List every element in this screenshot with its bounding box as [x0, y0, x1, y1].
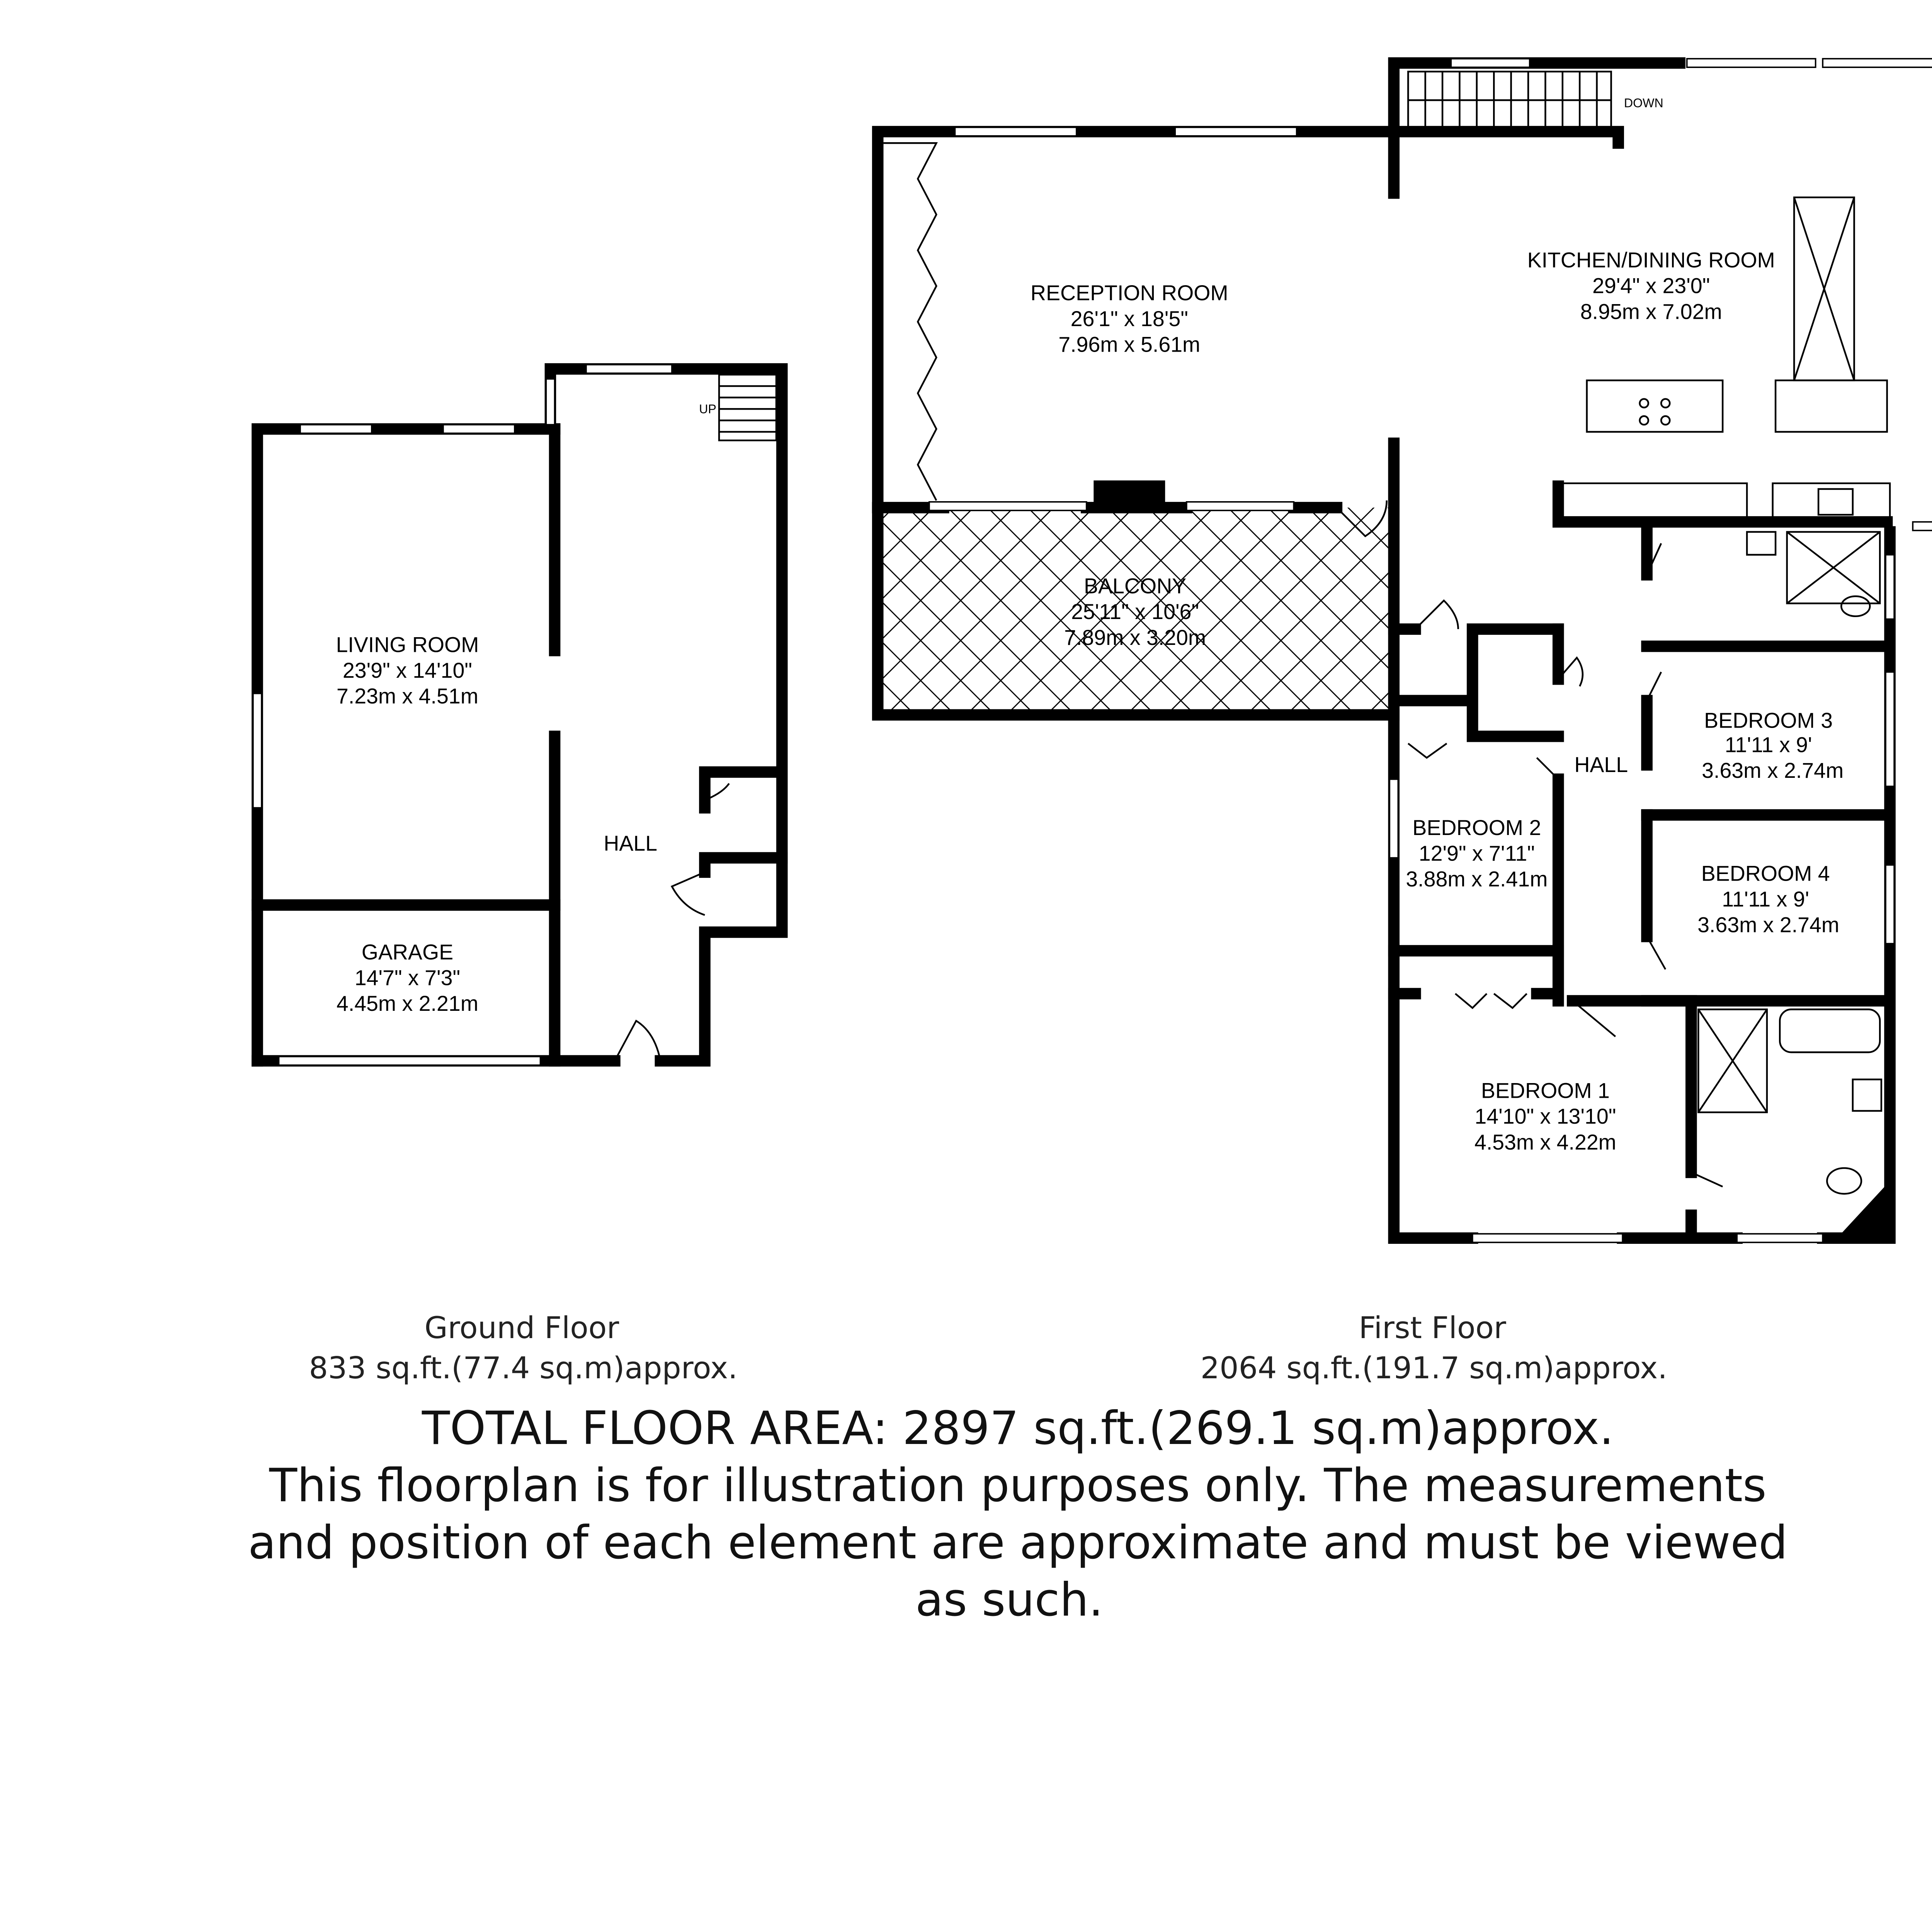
floorplan: UP LIVING ROOM 23'9" x 14'10" 7.23m x 4.… [248, 57, 1932, 1626]
svg-text:26'1" x 18'5": 26'1" x 18'5" [1071, 307, 1188, 331]
total-floor-area: TOTAL FLOOR AREA: 2897 sq.ft.(269.1 sq.m… [422, 1401, 1614, 1455]
svg-text:4.45m x 2.21m: 4.45m x 2.21m [337, 992, 478, 1015]
ground-floor-stairs: UP [699, 374, 777, 441]
svg-text:11'11 x 9': 11'11 x 9' [1722, 887, 1809, 911]
stairs-up-label: UP [699, 402, 716, 416]
floor-summaries: Ground Floor 833 sq.ft.(77.4 sq.m)approx… [309, 1311, 1667, 1386]
svg-text:14'10" x 13'10": 14'10" x 13'10" [1475, 1104, 1616, 1128]
disclaimer-line: This floorplan is for illustration purpo… [269, 1459, 1767, 1512]
disclaimer-line: and position of each element are approxi… [248, 1516, 1787, 1569]
kitchen-units [1557, 196, 1891, 523]
svg-text:8.95m x 7.02m: 8.95m x 7.02m [1580, 299, 1722, 323]
room-label-bedroom-2: BEDROOM 2 12'9" x 7'11" 3.88m x 2.41m [1406, 816, 1548, 891]
ground-floor-area: 833 sq.ft.(77.4 sq.m)approx. [309, 1351, 737, 1386]
svg-text:LIVING ROOM: LIVING ROOM [336, 633, 479, 656]
svg-text:7.89m x 3.20m: 7.89m x 3.20m [1064, 626, 1206, 650]
svg-text:11'11 x 9': 11'11 x 9' [1725, 733, 1812, 757]
room-label-bedroom-4: BEDROOM 4 11'11 x 9' 3.63m x 2.74m [1697, 861, 1839, 937]
ground-floor-windows [252, 364, 673, 1066]
first-floor-area: 2064 sq.ft.(191.7 sq.m)approx. [1201, 1351, 1667, 1386]
svg-text:BEDROOM 3: BEDROOM 3 [1704, 708, 1833, 732]
svg-text:4.53m x 4.22m: 4.53m x 4.22m [1475, 1130, 1616, 1154]
room-label-reception-room: RECEPTION ROOM 26'1" x 18'5" 7.96m x 5.6… [1031, 281, 1228, 356]
disclaimer-line: as such. [915, 1573, 1103, 1626]
ground-floor-plan: UP LIVING ROOM 23'9" x 14'10" 7.23m x 4.… [252, 363, 788, 1067]
svg-text:29'4" x 23'0": 29'4" x 23'0" [1592, 274, 1710, 298]
svg-text:BALCONY: BALCONY [1084, 574, 1186, 598]
svg-text:7.96m x 5.61m: 7.96m x 5.61m [1058, 332, 1200, 356]
room-label-kitchen-dining: KITCHEN/DINING ROOM 29'4" x 23'0" 8.95m … [1527, 248, 1775, 323]
room-label-garage: GARAGE 14'7" x 7'3" 4.45m x 2.21m [337, 940, 478, 1015]
bathroom-fixtures [1697, 531, 1883, 1195]
svg-text:3.88m x 2.41m: 3.88m x 2.41m [1406, 867, 1548, 891]
svg-text:RECEPTION ROOM: RECEPTION ROOM [1031, 281, 1228, 305]
svg-text:12'9" x 7'11": 12'9" x 7'11" [1419, 841, 1535, 865]
room-label-living-room: LIVING ROOM 23'9" x 14'10" 7.23m x 4.51m [336, 633, 479, 708]
ground-floor-title: Ground Floor [425, 1311, 619, 1345]
svg-text:23'9" x 14'10": 23'9" x 14'10" [343, 658, 472, 682]
first-floor-stairs: DOWN [1407, 71, 1663, 130]
first-floor-title: First Floor [1359, 1311, 1506, 1345]
first-floor-plan: DOWN [872, 57, 1932, 1244]
svg-text:25'11" x 10'6": 25'11" x 10'6" [1071, 600, 1199, 624]
first-floor-walls [872, 57, 1896, 1244]
svg-text:3.63m x 2.74m: 3.63m x 2.74m [1702, 759, 1844, 782]
room-label-bedroom-3: BEDROOM 3 11'11 x 9' 3.63m x 2.74m [1702, 708, 1844, 782]
ground-floor-walls [252, 363, 788, 1067]
first-floor-windows [928, 58, 1932, 1243]
svg-text:BEDROOM 2: BEDROOM 2 [1412, 816, 1541, 840]
svg-text:14'7" x 7'3": 14'7" x 7'3" [355, 966, 460, 990]
room-label-hall-ground: HALL [604, 832, 657, 855]
svg-text:BEDROOM 4: BEDROOM 4 [1701, 861, 1830, 885]
svg-text:GARAGE: GARAGE [362, 940, 453, 964]
balcony-hatch [878, 507, 1393, 715]
stairs-down-label: DOWN [1624, 96, 1663, 110]
footer-notes: TOTAL FLOOR AREA: 2897 sq.ft.(269.1 sq.m… [248, 1401, 1787, 1626]
svg-text:3.63m x 2.74m: 3.63m x 2.74m [1697, 913, 1839, 937]
room-label-hall-first: HALL [1574, 753, 1628, 777]
first-floor-doors [1336, 500, 1723, 1188]
room-label-balcony: BALCONY 25'11" x 10'6" 7.89m x 3.20m [1064, 574, 1206, 650]
folding-doors [883, 142, 938, 501]
svg-text:BEDROOM 1: BEDROOM 1 [1481, 1079, 1610, 1103]
ground-floor-doors [614, 772, 730, 1061]
room-label-bedroom-1: BEDROOM 1 14'10" x 13'10" 4.53m x 4.22m [1475, 1079, 1616, 1154]
svg-text:7.23m x 4.51m: 7.23m x 4.51m [337, 684, 478, 708]
svg-text:KITCHEN/DINING ROOM: KITCHEN/DINING ROOM [1527, 248, 1775, 272]
